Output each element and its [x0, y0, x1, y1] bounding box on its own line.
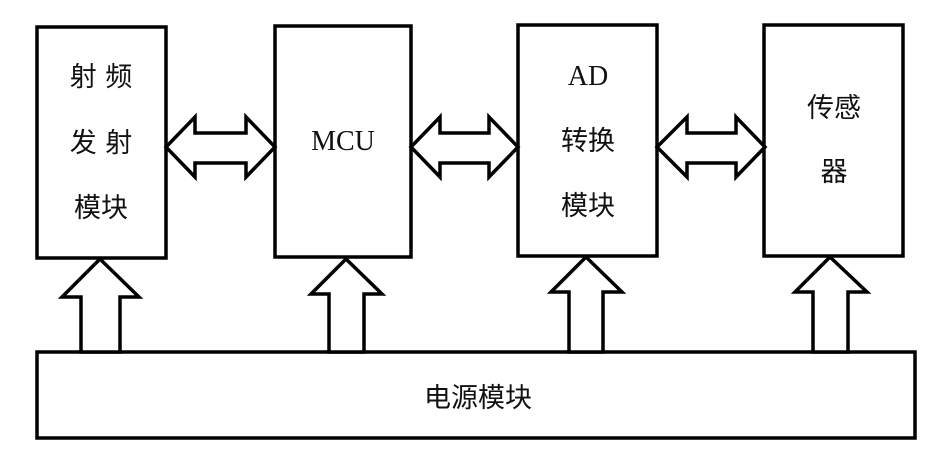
- power-arrow-to-ad: [546, 254, 627, 354]
- power-module-block: [35, 350, 917, 440]
- power-module-label: 电源模块: [424, 383, 532, 414]
- ad-converter-module-block: [516, 23, 659, 258]
- bidirectional-arrow-mcu-ad: [408, 112, 521, 182]
- power-arrow-to-rf: [57, 256, 144, 354]
- mcu-label: MCU: [311, 126, 375, 157]
- ad-label-line-1: AD: [568, 61, 608, 92]
- sensor-block: [762, 23, 905, 258]
- rf-label-line-2: 发 射: [70, 128, 133, 159]
- rf-transmit-module-block: [35, 25, 168, 260]
- rf-label-line-1: 射 频: [70, 62, 133, 93]
- bidirectional-arrow-ad-sensor: [654, 112, 768, 182]
- mcu-block: [273, 24, 413, 259]
- rf-label-line-3: 模块: [74, 193, 128, 224]
- sensor-label-line-1: 传感: [807, 93, 861, 124]
- ad-label-line-3: 模块: [561, 191, 615, 222]
- power-arrow-to-mcu: [306, 256, 387, 354]
- power-arrow-to-sensor: [790, 254, 872, 354]
- bidirectional-arrow-rf-mcu: [163, 112, 278, 182]
- ad-label-line-2: 转换: [561, 126, 615, 157]
- sensor-label-line-2: 器: [821, 157, 848, 188]
